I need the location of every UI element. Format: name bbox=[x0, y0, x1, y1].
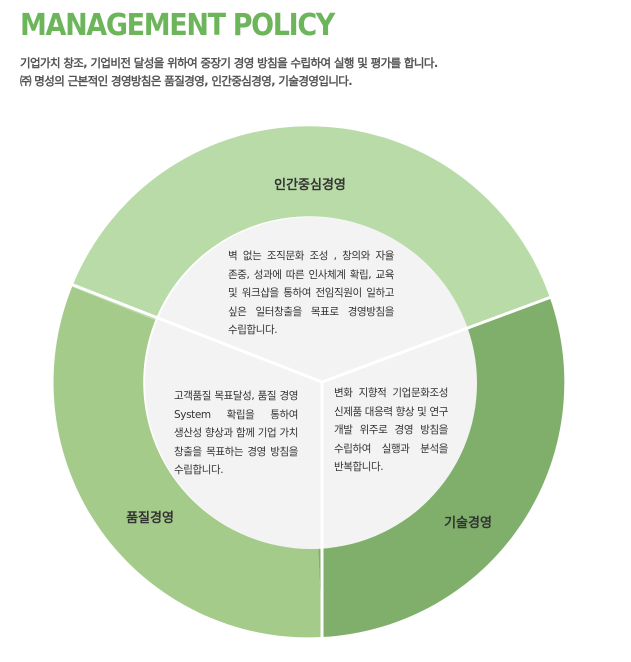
intro-line-1: 기업가치 창조, 기업비전 달성을 위하여 중장기 경영 방침을 수립하여 실행… bbox=[20, 56, 438, 70]
inner-circle bbox=[145, 217, 477, 549]
label-technology: 기술경영 bbox=[444, 515, 492, 531]
intro-text: 기업가치 창조, 기업비전 달성을 위하여 중장기 경영 방침을 수립하여 실행… bbox=[20, 54, 438, 90]
segment-quality bbox=[53, 286, 323, 638]
label-quality: 품질경영 bbox=[126, 510, 174, 526]
description-quality: 고객품질 목표달성, 품질 경영 System 확립을 통하여 생산성 향상과 … bbox=[174, 390, 298, 476]
page-title: MANAGEMENT POLICY bbox=[20, 8, 335, 43]
description-technology: 변화 지향적 기업문화조성 신제품 대응력 향상 및 연구 개발 위주로 경영 … bbox=[334, 387, 448, 473]
intro-line-2: ㈜ 명성의 근본적인 경영방침은 품질경영, 인간중심경영, 기술경영입니다. bbox=[20, 74, 353, 88]
divider-line-right bbox=[321, 294, 555, 384]
segment-technology bbox=[318, 297, 565, 637]
label-human-centered: 인간중심경영 bbox=[274, 177, 346, 193]
segment-human-centered bbox=[72, 126, 550, 329]
description-human-centered: 벽 없는 조직문화 조성 , 창의와 자율 존중, 성과에 따른 인사체계 확립… bbox=[228, 250, 394, 336]
divider-line-left bbox=[67, 281, 323, 384]
